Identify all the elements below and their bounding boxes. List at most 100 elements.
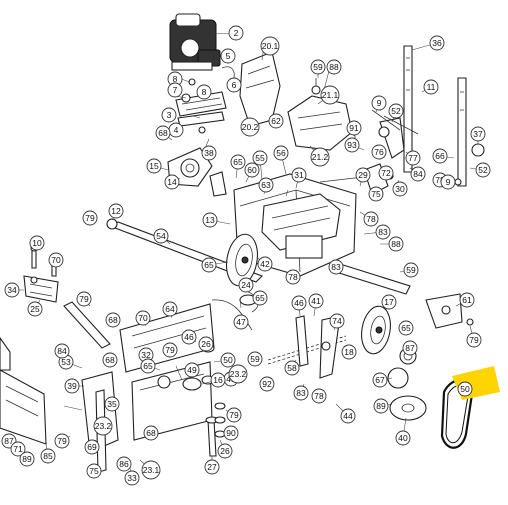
callout-number: 56	[276, 148, 286, 158]
part-callout: 6	[226, 77, 242, 93]
pulleys	[387, 347, 427, 421]
callout-number: 54	[156, 231, 166, 241]
part-callout: 15	[146, 158, 162, 174]
callout-circle	[153, 228, 169, 244]
callout-number: 8	[202, 87, 207, 97]
part-callout: 79	[226, 407, 242, 423]
part-callout: 63	[258, 177, 274, 193]
part-callout: 78	[311, 388, 327, 404]
callout-circle	[19, 451, 35, 467]
part-callout: 68	[105, 312, 121, 328]
part-callout: 49	[184, 362, 200, 378]
callout-circle	[429, 35, 445, 51]
part-callout: 78	[285, 269, 301, 285]
callout-circle	[228, 364, 248, 384]
callout-circle	[311, 388, 327, 404]
part-callout: 65	[140, 358, 156, 374]
callout-circle	[64, 378, 80, 394]
callout-number: 87	[405, 343, 415, 353]
callout-circle	[4, 282, 20, 298]
callout-circle	[167, 82, 183, 98]
part-callout: 65	[398, 320, 414, 336]
callout-number: 58	[287, 363, 297, 373]
callout-number: 34	[7, 285, 17, 295]
gearbox	[167, 147, 227, 197]
callout-circle	[403, 262, 419, 278]
callout-circle	[355, 167, 371, 183]
callout-circle	[40, 448, 56, 464]
callout-number: 32	[141, 350, 151, 360]
callout-number: 52	[478, 165, 488, 175]
part-callout: 59	[310, 59, 326, 75]
callout-number: 79	[85, 213, 95, 223]
callout-number: 29	[358, 170, 368, 180]
callout-circle	[457, 381, 473, 397]
callout-circle	[308, 293, 324, 309]
callout-number: 40	[398, 433, 408, 443]
engine	[169, 13, 221, 71]
part-callout: 30	[392, 181, 408, 197]
callout-circle	[346, 120, 362, 136]
part-callout: 79	[76, 291, 92, 307]
part-callout: 60	[244, 162, 260, 178]
callout-number: 59	[406, 265, 416, 275]
part-callout: 83	[328, 259, 344, 275]
part-callout: 4	[168, 122, 184, 138]
callout-number: 78	[288, 272, 298, 282]
callout-number: 31	[294, 170, 304, 180]
part-callout: 71	[10, 441, 26, 457]
callout-number: 52	[391, 106, 401, 116]
callout-circle	[84, 439, 100, 455]
callout-circle	[143, 425, 159, 441]
callout-number: 37	[473, 129, 483, 139]
callout-circle	[398, 320, 414, 336]
callout-number: 50	[460, 384, 470, 394]
callout-circle	[475, 162, 491, 178]
drive-chain	[267, 315, 347, 379]
callout-number: 70	[138, 313, 148, 323]
part-callout: 78	[363, 211, 379, 227]
callout-circle	[210, 372, 226, 388]
part-callout: 5	[220, 48, 236, 64]
callout-circle	[392, 181, 408, 197]
callout-circle	[405, 150, 421, 166]
callout-number: 10	[32, 238, 42, 248]
part-callout: 46	[291, 295, 307, 311]
callout-circle	[27, 301, 43, 317]
part-callout: 79	[162, 342, 178, 358]
callout-circle	[371, 95, 387, 111]
callout-number: 17	[384, 297, 394, 307]
callout-circle	[372, 372, 388, 388]
callout-circle	[161, 107, 177, 123]
part-callout: 79	[54, 433, 70, 449]
callout-number: 24	[241, 280, 251, 290]
callout-circle	[285, 269, 301, 285]
callout-circle	[140, 358, 156, 374]
callout-number: 83	[378, 227, 388, 237]
callout-number: 65	[204, 260, 214, 270]
callout-circle	[108, 203, 124, 219]
part-callout: 33	[124, 470, 140, 486]
callout-circle	[162, 301, 178, 317]
callout-circle	[48, 252, 64, 268]
part-callout: 26	[198, 336, 214, 352]
part-callout: 62	[268, 113, 284, 129]
part-callout: 29	[355, 167, 371, 183]
callout-number: 8	[173, 74, 178, 84]
callout-circle	[310, 59, 326, 75]
callout-number: 26	[201, 339, 211, 349]
callout-circle	[54, 433, 70, 449]
part-callout: 88	[326, 59, 342, 75]
callout-number: 20.2	[242, 122, 259, 132]
callout-circle	[201, 145, 217, 161]
callout-circle	[252, 290, 268, 306]
callout-number: 79	[229, 410, 239, 420]
callout-circle	[410, 166, 426, 182]
callout-number: 93	[347, 140, 357, 150]
part-callout: 75	[368, 186, 384, 202]
part-callout: 67	[372, 372, 388, 388]
callout-circle	[164, 174, 180, 190]
handle-assembly	[371, 45, 485, 187]
callout-number: 59	[250, 354, 260, 364]
part-callout: 68	[143, 425, 159, 441]
